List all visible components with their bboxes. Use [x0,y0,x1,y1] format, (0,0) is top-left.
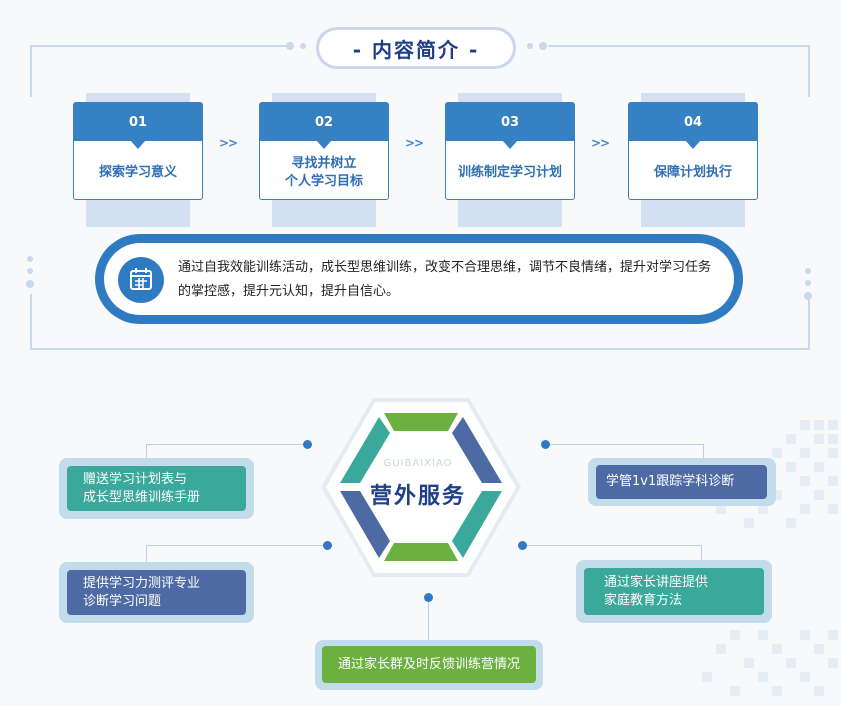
service-bottom: 通过家长群及时反馈训练营情况 [322,646,536,683]
frame-dot [804,292,812,300]
frame-dot [805,268,811,274]
step-label: 保障计划执行 [653,165,732,180]
frame-top-left-line [30,45,286,47]
step-number: 03 [446,103,574,149]
connector-line [428,598,429,640]
service-top-left: 赠送学习计划表与 成长型思维训练手册 [67,466,246,511]
service-mid-right: 通过家长讲座提供 家庭教育方法 [584,568,764,615]
connector-line [522,545,702,546]
connector-dot [303,440,312,449]
frame-dot [26,280,34,288]
frame-dot [27,256,33,262]
connector-line [146,444,306,445]
frame-dot [27,268,33,274]
service-top-right: 学管1v1跟踪学科诊断 [596,465,767,499]
frame-right-top-line [808,45,810,97]
step-card-3: 03 训练制定学习计划 [445,102,575,200]
frame-left-bottom-line [30,294,32,350]
step-number: 02 [260,103,388,149]
frame-left-top-line [30,45,32,97]
center-watermark: GUIBAIXIAO [383,458,453,469]
connector-line [703,444,704,466]
frame-top-right-line [548,45,810,47]
center-title: 营外服务 [369,484,466,509]
section-title: - 内容简介 - [316,27,516,69]
frame-dot [527,43,533,49]
connector-dot [541,440,550,449]
frame-dot [805,280,811,286]
step-card-1: 01 探索学习意义 [73,102,203,200]
frame-right-bottom-line [808,294,810,350]
connector-line [546,444,704,445]
description-pill [104,243,734,315]
step-label: 探索学习意义 [98,165,177,180]
pixel-pattern-decor [702,420,838,696]
step-card-4: 04 保障计划执行 [628,102,758,200]
connector-dot [424,593,433,602]
connector-line [146,545,147,565]
frame-dot [300,43,306,49]
connector-dot [323,541,332,550]
arrow-separator: >> [591,136,610,150]
arrow-separator: >> [219,136,238,150]
service-mid-left: 提供学习力测评专业 诊断学习问题 [67,570,246,615]
frame-dot [539,42,547,50]
step-label: 训练制定学习计划 [457,165,562,180]
frame-dot [286,42,294,50]
step-number: 04 [629,103,757,149]
step-label: 寻找并树立 个人学习目标 [284,156,363,189]
step-number: 01 [74,103,202,149]
arrow-separator: >> [405,136,424,150]
connector-line [146,444,147,466]
frame-bottom-line [30,348,810,350]
calendar-icon [118,257,164,303]
connector-line [701,545,702,563]
description-text: 通过自我效能训练活动，成长型思维训练，改变不合理思维，调节不良情绪，提升对学习任… [178,260,712,299]
hexagon-graphic [321,398,521,577]
connector-line [146,545,326,546]
step-card-2: 02 寻找并树立 个人学习目标 [259,102,389,200]
connector-dot [518,541,527,550]
